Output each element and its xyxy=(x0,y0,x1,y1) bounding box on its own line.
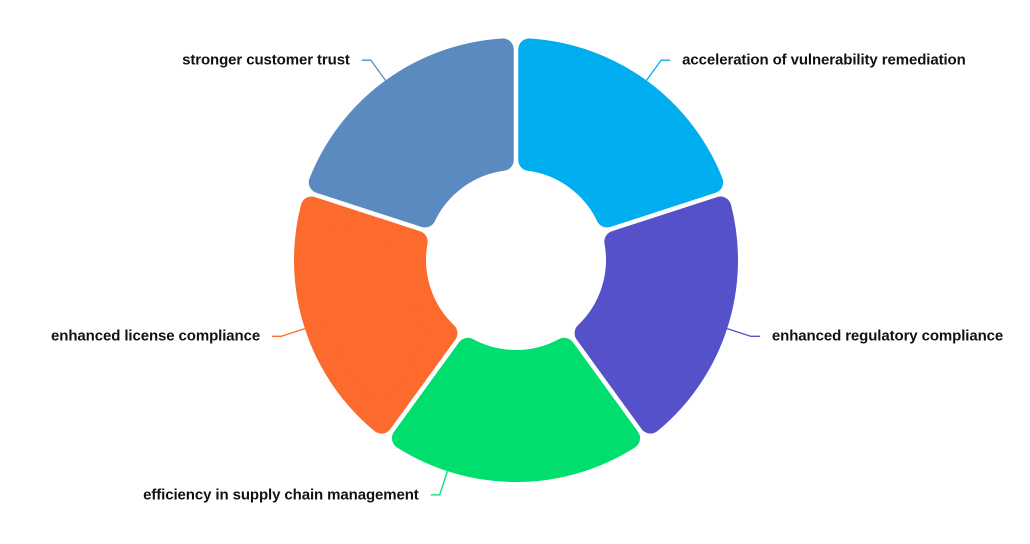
donut-segment[interactable] xyxy=(518,38,724,228)
donut-segment[interactable] xyxy=(294,196,458,434)
slice-label-supply-chain-management: efficiency in supply chain management xyxy=(143,486,419,504)
label-leader-line xyxy=(645,59,671,81)
label-leader-line xyxy=(272,327,306,337)
slice-label-vulnerability-remediation: acceleration of vulnerability remediatio… xyxy=(682,51,966,69)
donut-segment[interactable] xyxy=(308,38,514,228)
slice-label-regulatory-compliance: enhanced regulatory compliance xyxy=(771,327,1004,345)
label-leader-line xyxy=(430,470,449,496)
slice-label-customer-trust: stronger customer trust xyxy=(182,51,350,69)
donut-segment[interactable] xyxy=(574,196,738,434)
label-leader-line xyxy=(361,59,387,81)
donut-segment[interactable] xyxy=(391,337,641,482)
label-leader-line xyxy=(726,327,760,337)
slice-label-license-compliance: enhanced license compliance xyxy=(51,327,261,345)
